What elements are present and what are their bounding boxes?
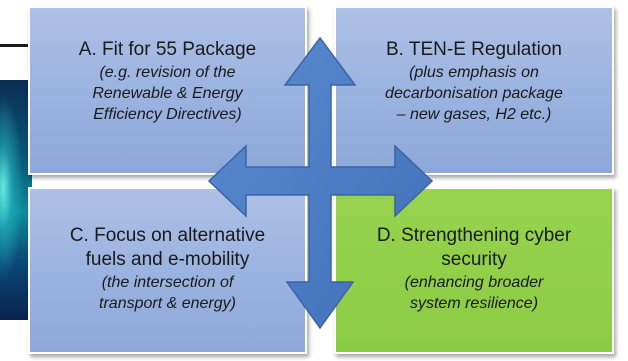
quadrant-d-title: D. Strengthening cyber security (376, 225, 572, 270)
quadrant-d-subtitle: (enhancing broader system resilience) (404, 274, 544, 312)
decorative-divider (0, 44, 30, 47)
quadrant-a: A. Fit for 55 Package (e.g. revision of … (28, 6, 307, 175)
quadrant-b-title: B. TEN-E Regulation (385, 39, 562, 60)
quadrant-c-title: C. Focus on alternative fuels and e-mobi… (69, 225, 266, 270)
quadrant-b: B. TEN-E Regulation (plus emphasis on de… (334, 6, 614, 175)
quadrant-c-subtitle: (the intersection of transport & energy) (99, 274, 236, 312)
background-photo-strip (0, 80, 32, 320)
quadrant-a-subtitle: (e.g. revision of the Renewable & Energy… (92, 64, 243, 123)
quadrant-a-title: A. Fit for 55 Package (78, 39, 257, 60)
quadrant-c: C. Focus on alternative fuels and e-mobi… (28, 187, 307, 354)
quadrant-b-subtitle: (plus emphasis on decarbonisation packag… (385, 64, 563, 123)
quadrant-d: D. Strengthening cyber security (enhanci… (334, 187, 614, 354)
